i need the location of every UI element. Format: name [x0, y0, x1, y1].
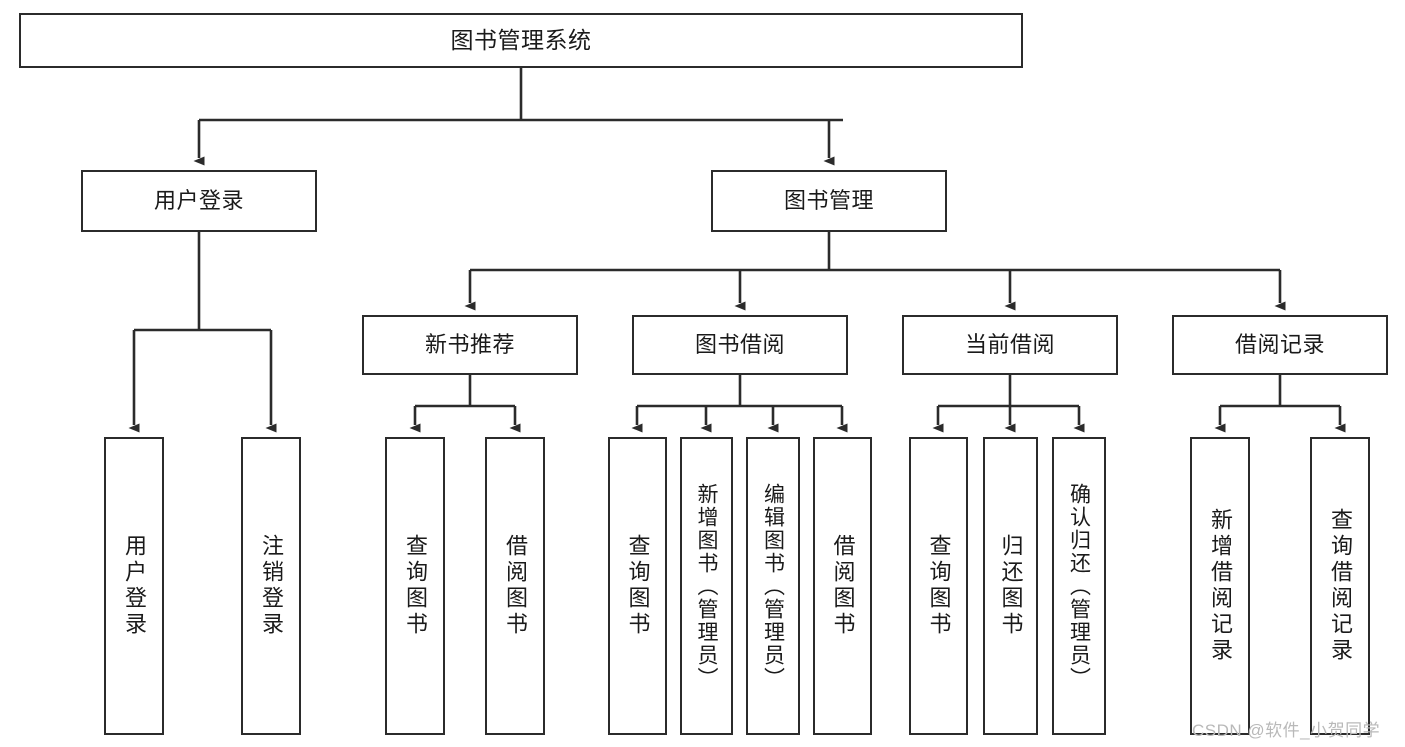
node-book-borrow[interactable]: 图书借阅	[632, 315, 848, 375]
node-leaf-query-book-borrow[interactable]: 查询图书	[608, 437, 667, 735]
node-leaf-query-book-current-label: 查询图书	[926, 534, 952, 638]
node-leaf-borrow-book-rec-label: 借阅图书	[503, 534, 528, 638]
node-leaf-return-book[interactable]: 归还图书	[983, 437, 1038, 735]
node-leaf-add-borrow-record-label: 新增借阅记录	[1208, 508, 1233, 664]
node-leaf-query-book-rec-label: 查询图书	[403, 534, 428, 638]
node-leaf-confirm-return-admin[interactable]: 确认归还（管理员）	[1052, 437, 1106, 735]
node-leaf-user-login-label: 用户登录	[122, 534, 147, 638]
node-current-borrow[interactable]: 当前借阅	[902, 315, 1118, 375]
node-leaf-add-book-admin-label: 新增图书（管理员）	[695, 482, 718, 690]
node-root-label: 图书管理系统	[450, 26, 592, 53]
node-root[interactable]: 图书管理系统	[19, 13, 1023, 68]
node-user-login-label: 用户登录	[153, 188, 244, 214]
node-current-borrow-label: 当前借阅	[964, 332, 1055, 358]
node-leaf-query-borrow-record[interactable]: 查询借阅记录	[1310, 437, 1370, 735]
node-leaf-edit-book-admin-label: 编辑图书（管理员）	[761, 482, 785, 690]
node-user-login[interactable]: 用户登录	[81, 170, 317, 232]
node-new-book-rec[interactable]: 新书推荐	[362, 315, 578, 375]
node-leaf-query-borrow-record-label: 查询借阅记录	[1328, 508, 1353, 664]
csdn-watermark: CSDN @软件_小贺同学	[1192, 721, 1381, 740]
node-leaf-logout-label: 注销登录	[259, 534, 284, 638]
node-leaf-borrow-book-rec[interactable]: 借阅图书	[485, 437, 545, 735]
node-leaf-add-book-admin[interactable]: 新增图书（管理员）	[680, 437, 733, 735]
node-leaf-return-book-label: 归还图书	[998, 534, 1024, 638]
node-borrow-record[interactable]: 借阅记录	[1172, 315, 1388, 375]
node-leaf-query-book-current[interactable]: 查询图书	[909, 437, 968, 735]
node-leaf-add-borrow-record[interactable]: 新增借阅记录	[1190, 437, 1250, 735]
node-leaf-query-book-rec[interactable]: 查询图书	[385, 437, 445, 735]
node-leaf-borrow-book-label: 借阅图书	[830, 534, 856, 638]
node-book-manage-label: 图书管理	[783, 188, 874, 214]
node-leaf-user-login[interactable]: 用户登录	[104, 437, 164, 735]
node-leaf-query-book-borrow-label: 查询图书	[625, 534, 651, 638]
node-leaf-confirm-return-admin-label: 确认归还（管理员）	[1067, 482, 1091, 690]
node-new-book-rec-label: 新书推荐	[424, 332, 515, 358]
node-book-borrow-label: 图书借阅	[694, 332, 785, 358]
node-borrow-record-label: 借阅记录	[1234, 332, 1325, 358]
node-leaf-borrow-book[interactable]: 借阅图书	[813, 437, 872, 735]
node-leaf-logout[interactable]: 注销登录	[241, 437, 301, 735]
node-book-manage[interactable]: 图书管理	[711, 170, 947, 232]
node-leaf-edit-book-admin[interactable]: 编辑图书（管理员）	[746, 437, 800, 735]
